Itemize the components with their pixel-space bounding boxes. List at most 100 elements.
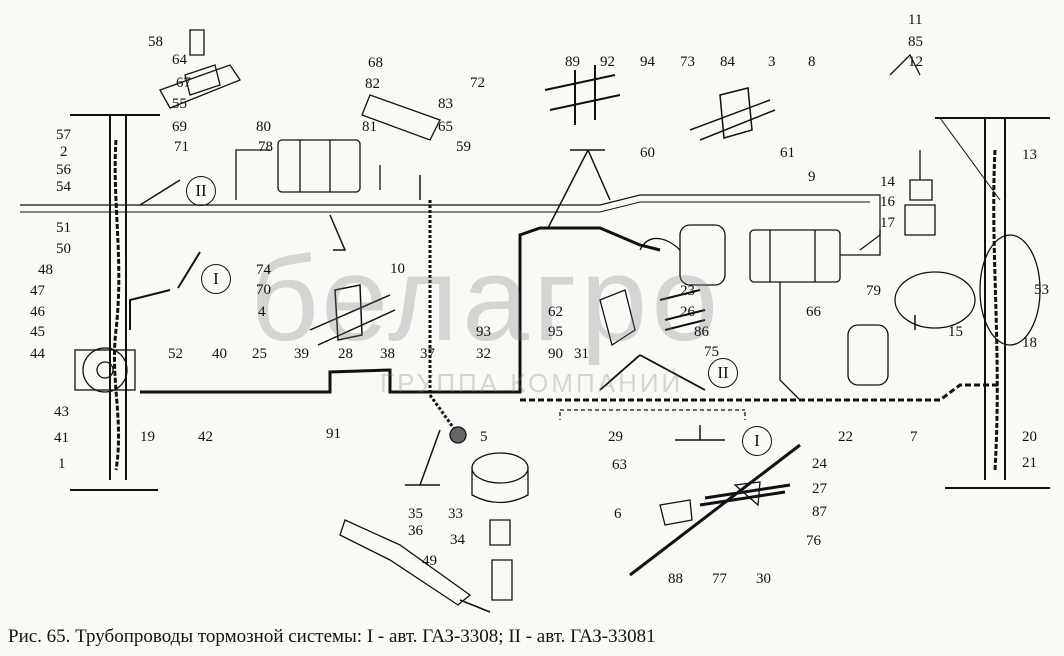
callout-66: 66 [806,304,821,320]
callout-13: 13 [1022,147,1037,163]
callout-90: 90 [548,346,563,362]
callout-25: 25 [252,346,267,362]
callout-47: 47 [30,283,45,299]
callout-79: 79 [866,283,881,299]
callout-69: 69 [172,119,187,135]
callout-23: 23 [680,283,695,299]
callout-70: 70 [256,282,271,298]
callout-49: 49 [422,553,437,569]
callout-10: 10 [390,261,405,277]
callout-43: 43 [54,404,69,420]
callout-91: 91 [326,426,341,442]
dashed-pipe-variant [520,383,1000,402]
variant-marker-II: II [708,358,738,388]
callout-4: 4 [258,304,266,320]
callout-83: 83 [438,96,453,112]
part-clamp-4 [309,284,396,346]
callout-78: 78 [258,139,273,155]
callout-51: 51 [56,220,71,236]
callout-9: 9 [808,169,816,185]
callout-27: 27 [812,481,827,497]
callout-11: 11 [908,12,923,28]
part-tubes-23-26 [659,289,706,331]
main-brake-pipe [140,226,661,394]
callout-24: 24 [812,456,827,472]
callout-36: 36 [408,523,423,539]
chamber [679,224,726,286]
callout-34: 34 [450,532,465,548]
callout-2: 2 [60,144,68,160]
callout-85: 85 [908,34,923,50]
callout-57: 57 [56,127,71,143]
callout-71: 71 [174,139,189,155]
part-bolt-58 [189,29,205,56]
callout-54: 54 [56,179,71,195]
callout-37: 37 [420,346,435,362]
arrow-II-bottom [599,354,706,391]
callout-20: 20 [1022,429,1037,445]
part-clamp-3 [689,87,776,141]
front-axle [70,114,160,491]
callout-75: 75 [704,344,719,360]
callout-73: 73 [680,54,695,70]
chamber-rear [847,324,889,386]
callout-63: 63 [612,457,627,473]
callout-21: 21 [1022,455,1037,471]
callout-17: 17 [880,215,895,231]
callout-29: 29 [608,429,623,445]
callout-40: 40 [212,346,227,362]
callout-84: 84 [720,54,735,70]
figure-caption: Рис. 65. Трубопроводы тормозной системы:… [8,626,656,647]
callout-87: 87 [812,504,827,520]
part-filter-33 [471,452,529,484]
callout-67: 67 [176,75,191,91]
callout-61: 61 [780,145,795,161]
callout-3: 3 [768,54,776,70]
callout-74: 74 [256,262,271,278]
callout-18: 18 [1022,335,1037,351]
variant-marker-II: II [186,176,216,206]
callout-72: 72 [470,75,485,91]
callout-6: 6 [614,506,622,522]
part-clamp-64 [159,64,241,109]
callout-86: 86 [694,324,709,340]
variant-marker-I: I [201,264,231,294]
callout-81: 81 [362,119,377,135]
callout-48: 48 [38,262,53,278]
callout-38: 38 [380,346,395,362]
callout-42: 42 [198,429,213,445]
callout-16: 16 [880,194,895,210]
callout-88: 88 [668,571,683,587]
callout-45: 45 [30,324,45,340]
part-bracket-31 [599,289,636,347]
callout-89: 89 [565,54,580,70]
callout-15: 15 [948,324,963,340]
callout-80: 80 [256,119,271,135]
callout-14: 14 [880,174,895,190]
callout-58: 58 [148,34,163,50]
receiver-tank-1 [277,139,361,193]
callout-95: 95 [548,324,563,340]
callout-32: 32 [476,346,491,362]
callout-46: 46 [30,304,45,320]
callout-44: 44 [30,346,45,362]
callout-22: 22 [838,429,853,445]
watermark-subtitle: ГРУППА КОМПАНИЙ [380,368,684,398]
callout-26: 26 [680,304,695,320]
callout-55: 55 [172,96,187,112]
callout-31: 31 [574,346,589,362]
variant-marker-I: I [742,426,772,456]
callout-62: 62 [548,304,563,320]
callout-39: 39 [294,346,309,362]
callout-50: 50 [56,241,71,257]
callout-33: 33 [448,506,463,522]
part-bracket-6 [659,481,761,526]
callout-28: 28 [338,346,353,362]
part-pipes-24-27 [629,443,801,577]
rear-axle [894,117,1050,489]
callout-76: 76 [806,533,821,549]
callout-59: 59 [456,139,471,155]
callout-1: 1 [58,456,66,472]
arrow-I [405,315,916,486]
